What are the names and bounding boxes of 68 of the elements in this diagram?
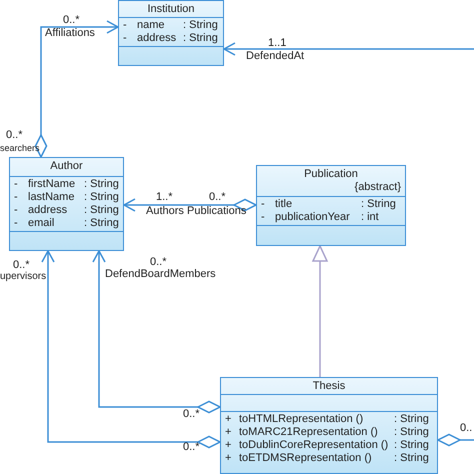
class-box [220, 377, 438, 474]
member-name: toETDMSRepresentation () [239, 452, 373, 465]
class-name: Institution [147, 2, 195, 16]
member-type: : String [183, 32, 218, 45]
visibility-marker: + [225, 413, 232, 426]
member-type: : int [361, 211, 379, 224]
member-type: : String [84, 178, 119, 191]
visibility-marker: - [14, 204, 19, 217]
role-label: upervisors [0, 271, 46, 283]
visibility-marker: - [14, 217, 19, 230]
member-name: toHTMLRepresentation () [239, 413, 364, 426]
role-label: 0..* [13, 259, 30, 271]
visibility-marker: - [123, 19, 128, 32]
role-label: DefendedAt [246, 50, 304, 62]
visibility-marker: - [14, 178, 19, 191]
role-label: 0..* [183, 441, 200, 453]
member-type: : String [361, 198, 396, 211]
class-box [118, 0, 224, 66]
member-name: publicationYear [275, 211, 351, 224]
role-label: Authors [146, 205, 184, 217]
role-label: Affiliations [45, 27, 95, 39]
role-label: 0..* [63, 14, 80, 26]
member-name: title [275, 198, 294, 211]
role-label: 0.. [460, 422, 472, 434]
member-name: toDublinCoreRepresentation () [239, 439, 390, 452]
member-type: : String [84, 217, 119, 230]
visibility-marker: + [225, 426, 232, 439]
stereotype: {abstract} [354, 181, 401, 194]
class-name: Author [50, 159, 83, 173]
member-name: address [137, 32, 178, 45]
class-box [9, 157, 124, 251]
association-line [437, 434, 474, 446]
member-type: : String [84, 191, 119, 204]
visibility-marker: - [261, 198, 266, 211]
role-label: 0..* [183, 408, 200, 420]
visibility-marker: - [14, 191, 19, 204]
role-label: DefendBoardMembers [105, 268, 216, 280]
class-name: Thesis [312, 379, 346, 393]
member-type: : String [183, 19, 218, 32]
member-type: : String [394, 439, 429, 452]
member-type: : String [394, 413, 429, 426]
member-type: : String [394, 426, 429, 439]
association-line [123, 198, 257, 212]
generalization-arrow [312, 245, 328, 377]
member-name: email [28, 217, 56, 230]
class-name: Publication [304, 167, 358, 181]
member-name: firstName [28, 178, 76, 191]
role-label: 1..* [156, 191, 173, 203]
member-name: name [137, 19, 166, 32]
visibility-marker: + [225, 439, 232, 452]
member-name: address [28, 204, 68, 217]
association-line [223, 42, 474, 56]
role-label: 0..* [150, 256, 167, 268]
association-line [92, 250, 221, 414]
member-type: : String [394, 452, 429, 465]
role-label: Publications [187, 205, 246, 217]
class-box [256, 165, 406, 246]
member-type: : String [84, 204, 119, 217]
member-name: toMARC21Representation () [239, 426, 379, 439]
role-label: 1..1 [268, 37, 286, 49]
association-line [34, 20, 119, 158]
visibility-marker: + [225, 452, 232, 465]
association-line [41, 250, 221, 448]
member-name: lastName [28, 191, 76, 204]
visibility-marker: - [261, 211, 266, 224]
role-label: 0..* [6, 129, 23, 141]
visibility-marker: - [123, 32, 128, 45]
role-label: 0..* [209, 191, 226, 203]
